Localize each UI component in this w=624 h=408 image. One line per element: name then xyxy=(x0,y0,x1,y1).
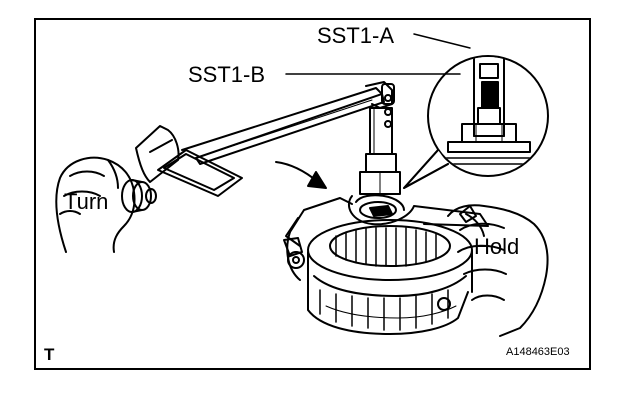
label-sst1-a: SST1-A xyxy=(317,23,395,48)
tool-shaft xyxy=(359,107,401,195)
tool-handle xyxy=(135,81,395,197)
sst1-a-leader xyxy=(413,33,471,49)
label-hold: Hold xyxy=(474,234,520,259)
right-hand xyxy=(447,204,549,337)
figure-code: A148463E03 xyxy=(506,346,570,358)
left-hand xyxy=(55,156,136,253)
wrench xyxy=(347,194,489,227)
turn-knob xyxy=(121,179,157,213)
label-sst1-b: SST1-B xyxy=(188,62,266,87)
corner-mark: T xyxy=(44,345,55,364)
rotation-arrowhead xyxy=(307,171,327,189)
detail-inset xyxy=(403,55,549,189)
alternator xyxy=(283,197,477,335)
label-turn: Turn xyxy=(64,189,109,214)
